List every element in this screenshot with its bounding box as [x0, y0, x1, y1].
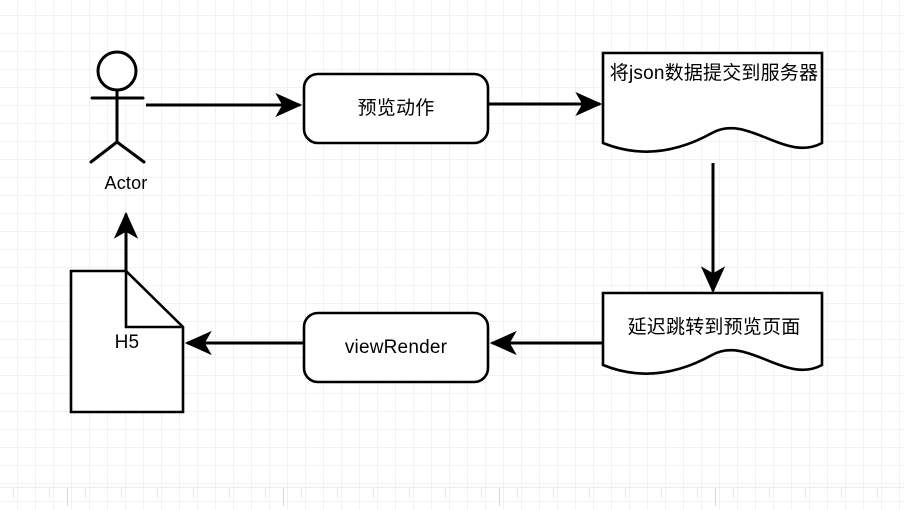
- node-delay-jump[interactable]: [601, 291, 824, 375]
- node-actor[interactable]: [89, 50, 146, 164]
- page-fold-icon: [124, 271, 183, 329]
- node-submit-json[interactable]: [601, 51, 824, 153]
- node-view-render[interactable]: [302, 311, 490, 384]
- node-preview-action[interactable]: [302, 72, 490, 145]
- bottom-ruler: [0, 487, 904, 510]
- node-h5-page[interactable]: [69, 269, 185, 414]
